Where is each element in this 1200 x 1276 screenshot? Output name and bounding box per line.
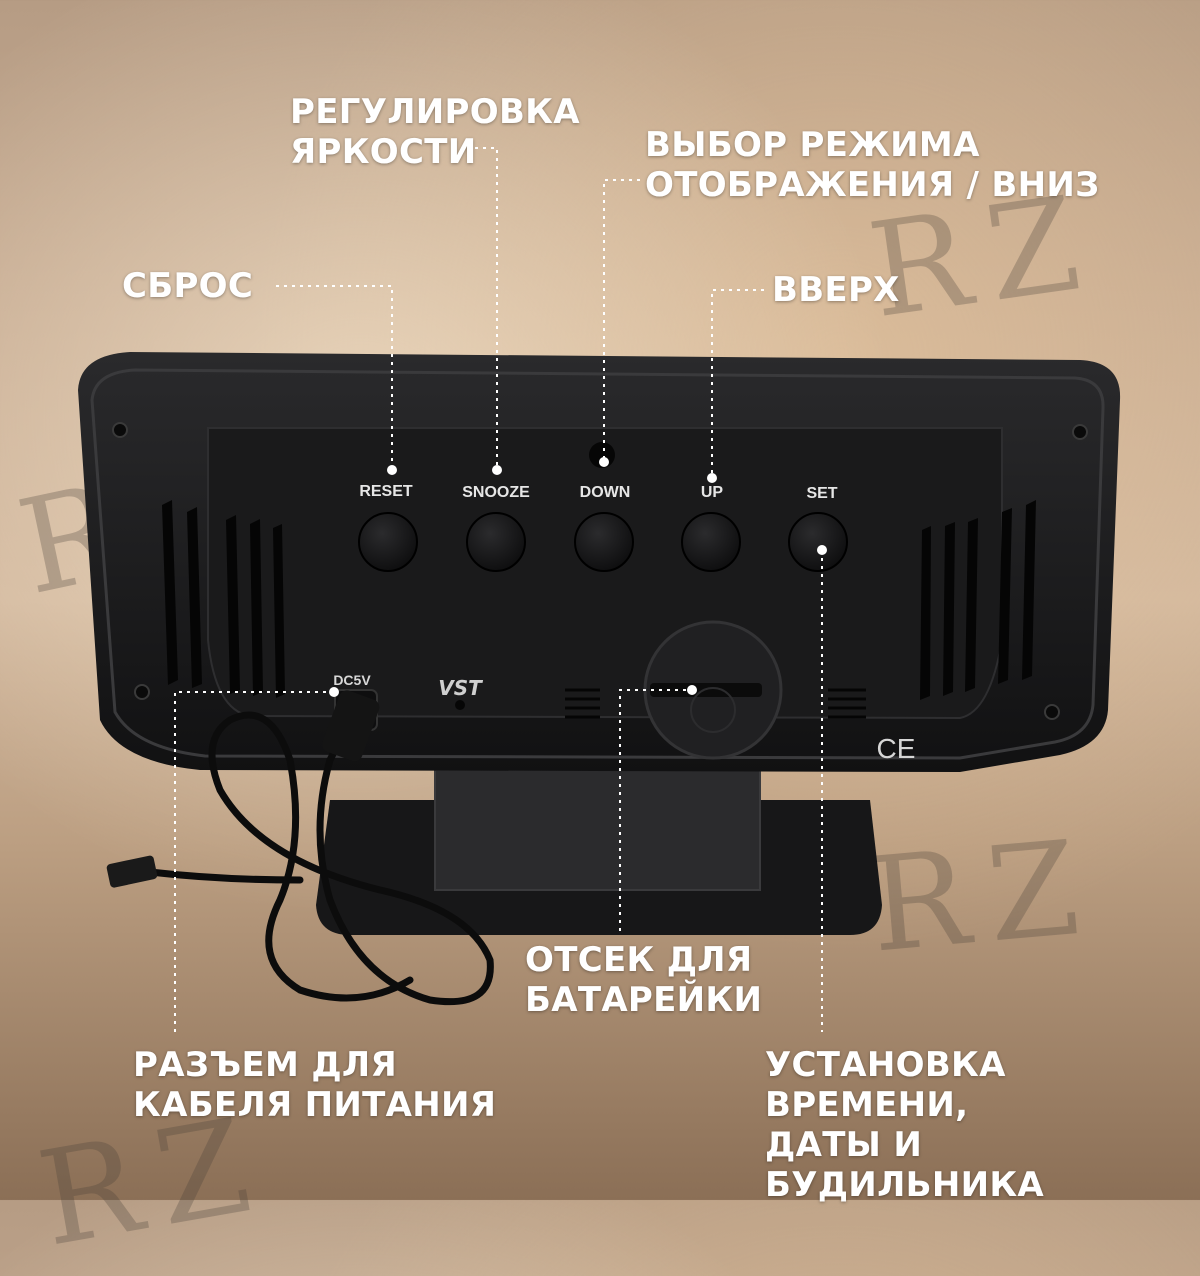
mode-callout-line2: ОТОБРАЖЕНИЯ / ВНИЗ	[645, 165, 1100, 205]
power-callout: РАЗЪЕМ ДЛЯ КАБЕЛЯ ПИТАНИЯ	[133, 1045, 496, 1125]
snooze-button-label: SNOOZE	[462, 484, 530, 501]
down-button[interactable]	[574, 512, 634, 572]
power-cable	[146, 706, 494, 1006]
brand-logo: VST	[438, 676, 483, 700]
callout-lines	[174, 147, 823, 1032]
center-panel	[207, 427, 1003, 720]
usb-plug	[106, 855, 158, 888]
mode-callout-line1: ВЫБОР РЕЖИМА	[645, 125, 980, 165]
screw	[1072, 424, 1088, 440]
set-callout-line2: ДАТЫ И БУДИЛЬНИКА	[765, 1125, 1045, 1205]
set-callout: УСТАНОВКА ВРЕМЕНИ, ДАТЫ И БУДИЛЬНИКА	[765, 1045, 1200, 1205]
reset-button[interactable]	[358, 512, 418, 572]
speaker-slots	[565, 688, 866, 719]
power-callout-line2: КАБЕЛЯ ПИТАНИЯ	[133, 1085, 497, 1125]
battery-cover-mark	[690, 687, 736, 733]
dc-port-label: DC5V	[333, 672, 371, 688]
brightness-callout: РЕГУЛИРОВКА ЯРКОСТИ	[290, 92, 580, 172]
dc-plug	[322, 690, 380, 762]
battery-callout-line2: БАТАРЕЙКИ	[525, 980, 763, 1020]
up-button-label: UP	[701, 484, 724, 501]
set-callout-line1: УСТАНОВКА ВРЕМЕНИ,	[765, 1045, 1006, 1125]
power-callout-line1: РАЗЪЕМ ДЛЯ	[133, 1045, 397, 1085]
screw	[134, 684, 150, 700]
up-callout: ВВЕРХ	[772, 270, 900, 310]
screw	[112, 422, 128, 438]
mic-hole	[455, 700, 465, 710]
clock-back-panel: RESET SNOOZE DOWN UP SET DC5V VST CE	[78, 147, 1121, 1032]
reset-callout: СБРОС	[122, 266, 254, 306]
left-vent	[162, 500, 285, 698]
brightness-callout-line2: ЯРКОСТИ	[290, 132, 477, 172]
mode-callout: ВЫБОР РЕЖИМА ОТОБРАЖЕНИЯ / ВНИЗ	[645, 125, 1100, 205]
up-button[interactable]	[681, 512, 741, 572]
screw	[1044, 704, 1060, 720]
set-button[interactable]	[788, 512, 848, 572]
product-infographic: RZ RZ RZ RZ	[7, 92, 1121, 1276]
set-button-label: SET	[806, 485, 837, 502]
brightness-callout-line1: РЕГУЛИРОВКА	[290, 92, 580, 132]
callout-dots	[329, 457, 827, 697]
reset-button-label: RESET	[359, 483, 413, 500]
battery-callout-line1: ОТСЕК ДЛЯ	[525, 940, 753, 980]
body-rim	[90, 368, 1105, 760]
battery-callout: ОТСЕК ДЛЯ БАТАРЕЙКИ	[525, 940, 762, 1020]
ce-mark: CE	[877, 733, 916, 764]
snooze-button[interactable]	[466, 512, 526, 572]
stand-hinge	[434, 769, 761, 891]
down-button-label: DOWN	[580, 484, 631, 501]
right-vent	[920, 500, 1036, 700]
